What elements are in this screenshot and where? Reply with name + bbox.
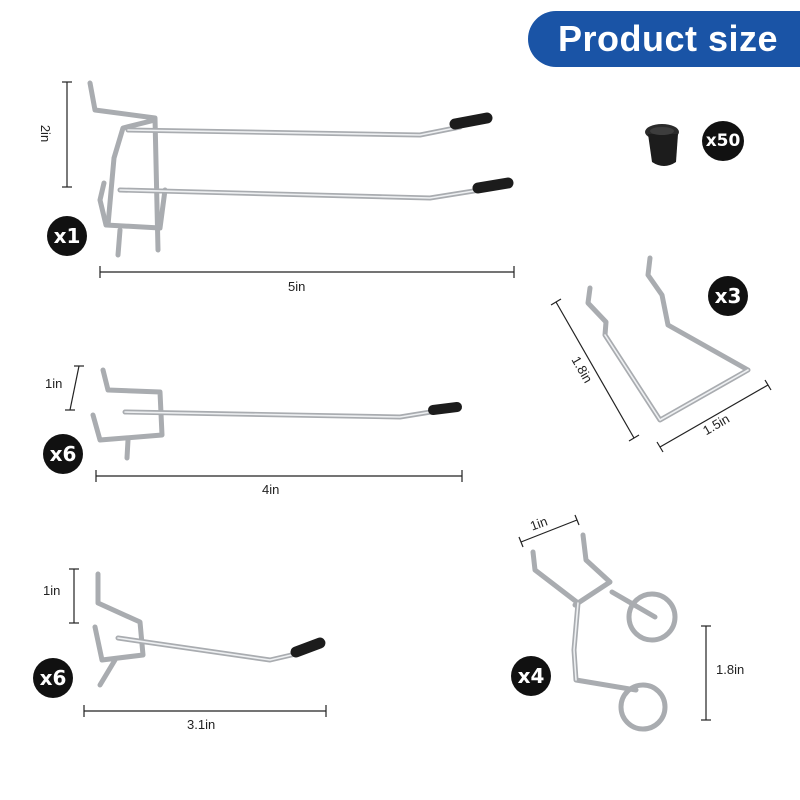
- double-ring-holder-image: [530, 532, 678, 732]
- height-label: 1.8in: [716, 662, 745, 677]
- quantity-badge: x3: [708, 276, 748, 316]
- title-banner: [528, 11, 800, 67]
- length-label: 3.1in: [187, 717, 216, 732]
- quantity-badge: x50: [702, 121, 744, 161]
- quantity-badge: x6: [43, 434, 83, 474]
- height-label: 1in: [45, 376, 63, 391]
- length-label: 4in: [262, 482, 280, 497]
- u-hook-image: [585, 255, 751, 423]
- quantity-badge: x6: [33, 658, 73, 698]
- height-label: 2in: [38, 124, 54, 143]
- single-hook-short-image: [92, 571, 326, 688]
- quantity-badge: x4: [511, 656, 551, 696]
- length-label: 5in: [288, 279, 306, 294]
- rubber-cap-image: [645, 124, 679, 166]
- double-prong-hook-image: [87, 80, 514, 258]
- single-hook-long-image: [90, 367, 462, 461]
- quantity-badge: x1: [47, 216, 87, 256]
- page-title: Product size: [558, 18, 779, 59]
- height-label: 1in: [43, 583, 61, 598]
- dimension-lines: [62, 81, 772, 721]
